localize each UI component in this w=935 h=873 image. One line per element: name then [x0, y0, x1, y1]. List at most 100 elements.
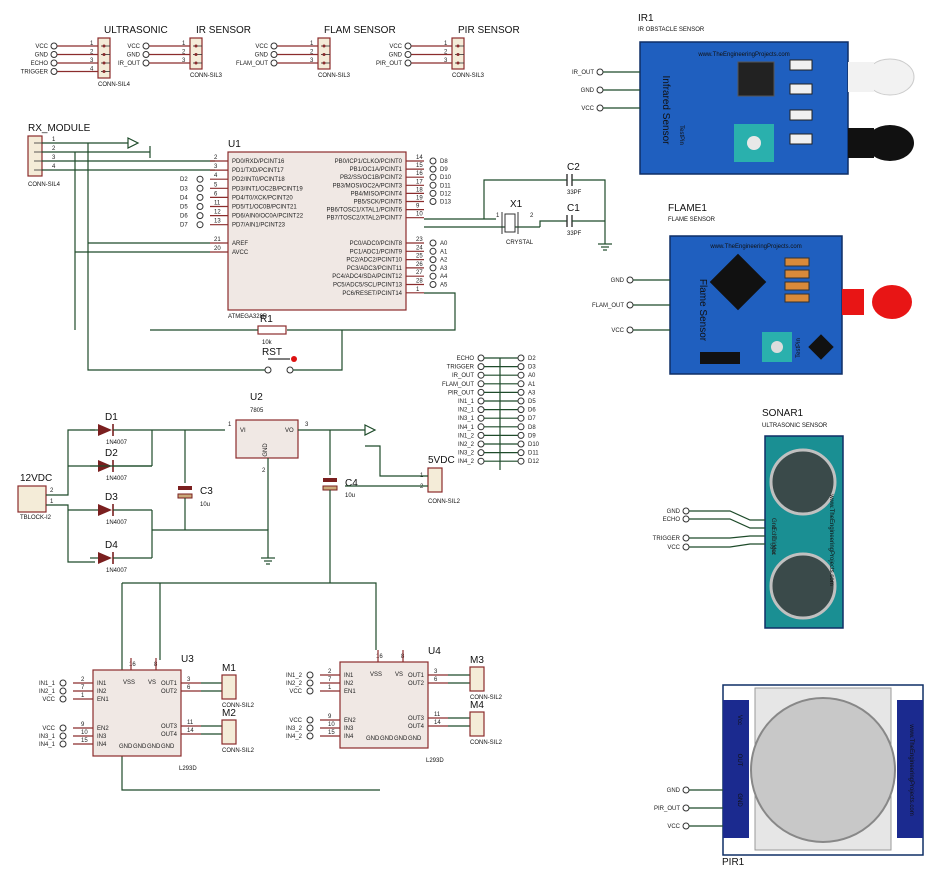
- terminal-circle: [404, 59, 412, 67]
- mcu-net-label: D8: [440, 159, 448, 165]
- net-target: D2: [528, 356, 536, 362]
- terminal-circle: [59, 695, 67, 703]
- terminal-circle: [517, 371, 525, 379]
- ir-test: TestPin: [678, 125, 684, 145]
- flame-ref: FLAME1: [668, 203, 707, 214]
- driver-input-label: VCC: [42, 697, 55, 703]
- driver-input-label: IN1_1: [39, 681, 56, 687]
- crystal-part: CRYSTAL: [506, 240, 534, 246]
- xtal-to-c1: [539, 220, 567, 227]
- terminal-circle: [596, 104, 604, 112]
- motor-conn-body: [221, 674, 237, 700]
- driver-pin-name: GND: [161, 744, 175, 750]
- mcu-net-label: A4: [440, 274, 448, 280]
- pin-label: PIR_OUT: [376, 61, 402, 67]
- mcu-pin-number: 16: [416, 171, 423, 177]
- pin-label: GND: [35, 53, 49, 59]
- terminal-circle: [477, 354, 485, 362]
- sonar-pin-label: TRIGGER: [653, 536, 681, 542]
- terminal-circle: [477, 440, 485, 448]
- pin-number: 1: [444, 41, 448, 47]
- rx-module-body: [27, 135, 43, 177]
- driver-pin-name: VSS: [370, 672, 382, 678]
- driver-pin-name: GND: [119, 744, 133, 750]
- reg-pin-number: 1: [228, 422, 232, 428]
- net-target: D5: [528, 399, 536, 405]
- diode-body: [98, 424, 112, 436]
- mcu-pin-name: PC4/ADC4/SDA/PCINT12: [332, 274, 402, 280]
- terminal-circle: [306, 732, 314, 740]
- mcu-pin-number: 15: [416, 163, 423, 169]
- terminal-circle: [196, 193, 204, 201]
- driver-pin-number: 14: [187, 728, 194, 734]
- connector-title: IR SENSOR: [196, 25, 251, 36]
- cap-value: 33PF: [567, 190, 582, 196]
- mcu-pin-name: PD5/T1/OC0B/PCINT21: [232, 205, 297, 211]
- mcu-net-label: A3: [440, 266, 448, 272]
- ir-chip: [737, 61, 775, 97]
- connector-title: FLAM SENSOR: [324, 25, 396, 36]
- driver-pin-number: 15: [328, 730, 335, 736]
- reg-pin-name: VO: [285, 428, 294, 434]
- net-label: FLAM_OUT: [442, 382, 474, 388]
- c4-plate: [323, 478, 337, 482]
- mcu-pin-name: PC2/ADC2/PCINT10: [346, 258, 402, 264]
- terminal-circle: [404, 51, 412, 58]
- net-target: A1: [528, 382, 536, 388]
- mcu-pin-number: 3: [214, 164, 218, 170]
- mcu-net-label: A2: [440, 258, 448, 264]
- motor-conn-body: [221, 719, 237, 745]
- pin-number: 3: [90, 58, 94, 64]
- mcu-pin-number: 18: [416, 187, 423, 193]
- sonar-pin-wire: [689, 543, 765, 548]
- pin-number: 3: [182, 58, 186, 64]
- pin-label: IR_OUT: [118, 61, 140, 67]
- terminal-circle: [270, 59, 278, 67]
- pin-label: VCC: [389, 44, 402, 50]
- reg-ref: U2: [250, 392, 263, 403]
- net-target: D10: [528, 442, 540, 448]
- mcu-pin-number: 17: [416, 179, 423, 185]
- terminal-circle: [477, 449, 485, 457]
- pin-dot: [456, 44, 460, 48]
- pin-label: VCC: [35, 44, 48, 50]
- driver-input-label: VCC: [289, 689, 302, 695]
- diode-ref: D1: [105, 412, 118, 423]
- terminal-circle: [517, 380, 525, 388]
- ir-desc: IR OBSTACLE SENSOR: [638, 27, 705, 33]
- terminal-circle: [517, 414, 525, 422]
- pin-number: 3: [310, 58, 314, 64]
- c3-ref: C3: [200, 486, 213, 497]
- pir-pin-name: GND: [736, 793, 742, 807]
- gnd-bus: [152, 529, 269, 552]
- driver-pin-name: IN4: [97, 742, 107, 748]
- pin-dot: [322, 61, 326, 65]
- terminal-circle: [517, 388, 525, 396]
- driver-input-label: VCC: [289, 718, 302, 724]
- net-label: IN1_1: [458, 399, 475, 405]
- terminal-circle: [626, 276, 634, 284]
- pin-number: 2: [90, 50, 94, 56]
- vcc-rail: [87, 143, 270, 371]
- sonar-pin-name: Trigger: [770, 536, 776, 555]
- terminal-circle: [517, 423, 525, 431]
- net-target: D11: [528, 451, 539, 457]
- c3-plate: [177, 493, 193, 499]
- xtal-to-c2: [483, 179, 567, 219]
- terminal-circle: [50, 42, 58, 50]
- mcu-pin-number: 12: [214, 210, 221, 216]
- mcu-net-label: D2: [180, 177, 188, 183]
- terminal-circle: [50, 51, 58, 58]
- net-target: A3: [528, 390, 536, 396]
- rx-pin-number: 2: [52, 146, 56, 152]
- mcu-pin-number: 23: [416, 237, 423, 243]
- pin-dot: [194, 44, 198, 48]
- terminal-circle: [477, 380, 485, 388]
- in-wire-a: [46, 429, 95, 496]
- driver-input-label: IN3_1: [39, 734, 56, 740]
- sonar-pin-wire: [689, 518, 765, 529]
- power-out-part: CONN-SIL2: [428, 499, 461, 505]
- driver-body: [92, 669, 182, 757]
- mcu-pin-number: 11: [214, 201, 221, 207]
